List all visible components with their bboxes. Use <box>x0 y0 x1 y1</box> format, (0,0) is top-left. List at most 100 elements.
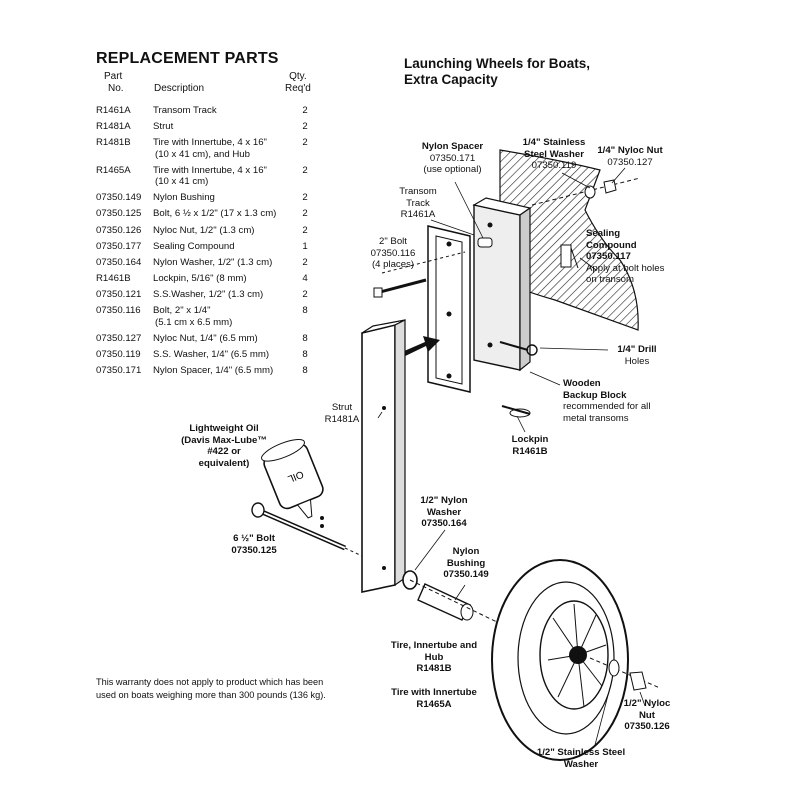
parts-table-row: 07350.127 Nyloc Nut, 1/4" (6.5 mm) 8 <box>96 331 315 347</box>
strut-part <box>361 319 406 593</box>
callout-nylon-washer-half: 1/2" Nylon Washer 07350.164 <box>420 495 468 529</box>
qty-cell: 2 <box>302 105 308 116</box>
callout-backup-block: Wooden Backup Block recommended for all … <box>563 378 651 424</box>
description-cell: Sealing Compound <box>153 240 235 252</box>
qty-cell: 2 <box>302 208 308 220</box>
description-cell: Nylon Washer, 1/2" (1.3 cm) <box>153 256 273 268</box>
callout-lockpin: Lockpin R1461B <box>511 434 549 457</box>
replacement-parts-title: REPLACEMENT PARTS <box>96 50 279 67</box>
callout-nyloc-nut-quarter: 1/4" Nyloc Nut 07350.127 <box>597 145 663 168</box>
description-cell: Nyloc Nut, 1/4" (6.5 mm) <box>153 332 258 344</box>
part-number-cell: 07350.177 <box>96 240 142 252</box>
description-cell: Nylon Bushing <box>153 192 215 204</box>
qty-cell: 8 <box>302 332 308 344</box>
callout-nylon-spacer: Nylon Spacer 07350.171 (use optional) <box>421 141 484 175</box>
parts-table-row: 07350.149 Nylon Bushing 2 <box>96 190 315 206</box>
part-number-cell: 07350.171 <box>96 364 142 376</box>
parts-table-row: 07350.171 Nylon Spacer, 1/4" (6.5 mm) 8 <box>96 363 315 379</box>
part-number-cell: 07350.126 <box>96 224 142 236</box>
sealing-compound-icon <box>560 244 572 268</box>
description-cell: Lockpin, 5/16" (8 mm) <box>153 272 247 284</box>
parts-table-row: R1461A Transom Track 2 <box>96 103 315 119</box>
callout-drill-holes: 1/4" Drill Holes <box>617 344 657 367</box>
qty-cell: 8 <box>302 364 308 376</box>
oil-bottle: OIL <box>261 439 324 519</box>
description-cell: Bolt, 6 ½ x 1/2" (17 x 1.3 cm) <box>153 208 277 220</box>
description-cell: Tire with Innertube, 4 x 16"(10 x 41 cm) <box>153 164 267 188</box>
callout-oil: Lightweight Oil (Davis Max-Lube™ #422 or… <box>181 423 267 469</box>
qty-cell: 8 <box>302 305 308 317</box>
col-header-part-no: Part No. <box>104 71 124 94</box>
bolt-6half-part <box>251 502 363 557</box>
callout-bolt-2in: 2" Bolt 07350.116 (4 places) <box>370 236 416 270</box>
transom-track <box>427 197 532 393</box>
description-cell: Transom Track <box>153 105 217 116</box>
part-number-cell: 07350.127 <box>96 332 142 344</box>
part-number-cell: 07350.125 <box>96 208 142 220</box>
callout-tire-hub: Tire, Innertube and Hub R1481B <box>390 640 478 674</box>
col-header-description: Description <box>154 83 205 94</box>
lockpin-part <box>499 341 538 418</box>
callout-sealing-compound: Sealing Compound 07350.117 Apply at bolt… <box>586 228 665 285</box>
description-cell: Nylon Spacer, 1/4" (6.5 mm) <box>153 364 274 376</box>
document-title-line1: Launching Wheels for Boats, <box>404 56 591 71</box>
parts-table-row: 07350.164 Nylon Washer, 1/2" (1.3 cm) 2 <box>96 255 315 271</box>
description-cell: Bolt, 2" x 1/4"(5.1 cm x 6.5 mm) <box>153 305 233 328</box>
part-number-cell: R1461A <box>96 105 131 116</box>
bolt-2in-part <box>379 278 427 294</box>
wheel-part <box>491 559 629 761</box>
description-cell: Strut <box>153 121 174 133</box>
callout-transom-track: Transom Track R1461A <box>399 186 437 220</box>
callout-tire-innertube: Tire with Innertube R1465A <box>391 687 477 710</box>
description-cell: S.S.Washer, 1/2" (1.3 cm) <box>153 288 264 300</box>
description-cell: S.S. Washer, 1/4" (6.5 mm) <box>153 348 270 360</box>
leader-lines <box>377 167 646 746</box>
qty-cell: 4 <box>302 272 308 284</box>
description-cell: Nyloc Nut, 1/2" (1.3 cm) <box>153 224 255 236</box>
parts-table-row: R1481B Tire with Innertube, 4 x 16"(10 x … <box>96 135 315 163</box>
nylon-spacer-part <box>477 237 493 248</box>
qty-cell: 2 <box>302 288 308 300</box>
parts-table-row: 07350.119 S.S. Washer, 1/4" (6.5 mm) 8 <box>96 347 315 363</box>
parts-table-row: 07350.125 Bolt, 6 ½ x 1/2" (17 x 1.3 cm) 2 <box>96 206 315 222</box>
part-number-cell: 07350.121 <box>96 288 142 300</box>
nyloc-nut-half-part <box>629 671 647 691</box>
part-number-cell: R1481B <box>96 137 131 149</box>
col-header-qty: Qty. Req'd <box>285 71 311 94</box>
part-number-cell: 07350.149 <box>96 192 142 204</box>
parts-table-row: R1465A Tire with Innertube, 4 x 16"(10 x … <box>96 163 315 191</box>
qty-cell: 2 <box>302 137 308 149</box>
qty-cell: 1 <box>302 240 308 252</box>
parts-table-row: 07350.177 Sealing Compound 1 <box>96 239 315 255</box>
part-number-cell: R1465A <box>96 164 131 176</box>
warranty-note: This warranty does not apply to product … <box>96 677 326 700</box>
qty-cell: 2 <box>302 192 308 204</box>
nylon-bushing-part <box>417 583 474 621</box>
document-title: Launching Wheels for Boats, Extra Capaci… <box>404 56 624 88</box>
ss-washer-half-part <box>608 659 620 677</box>
part-number-cell: R1481A <box>96 121 131 133</box>
callout-nyloc-nut-half: 1/2" Nyloc Nut 07350.126 <box>623 698 671 732</box>
qty-cell: 8 <box>302 348 308 360</box>
parts-table-row: 07350.121 S.S.Washer, 1/2" (1.3 cm) 2 <box>96 287 315 303</box>
parts-table-row: R1481A Strut 2 <box>96 119 315 135</box>
callout-strut: Strut R1481A <box>324 402 360 425</box>
callout-ss-washer-quarter: 1/4" Stainless Steel Washer 07350.119 <box>522 137 586 171</box>
transom-hull <box>499 149 639 331</box>
callout-bolt-6half: 6 ½" Bolt 07350.125 <box>231 533 277 556</box>
qty-cell: 2 <box>302 256 308 268</box>
qty-cell: 2 <box>302 121 308 133</box>
document-title-line2: Extra Capacity <box>404 72 498 87</box>
insertion-arrow <box>395 336 440 360</box>
qty-cell: 2 <box>302 164 308 176</box>
description-cell: Tire with Innertube, 4 x 16"(10 x 41 cm)… <box>153 137 267 160</box>
callout-ss-washer-half: 1/2" Stainless Steel Washer <box>536 747 626 770</box>
part-number-cell: 07350.164 <box>96 256 142 268</box>
part-number-cell: 07350.119 <box>96 348 141 360</box>
